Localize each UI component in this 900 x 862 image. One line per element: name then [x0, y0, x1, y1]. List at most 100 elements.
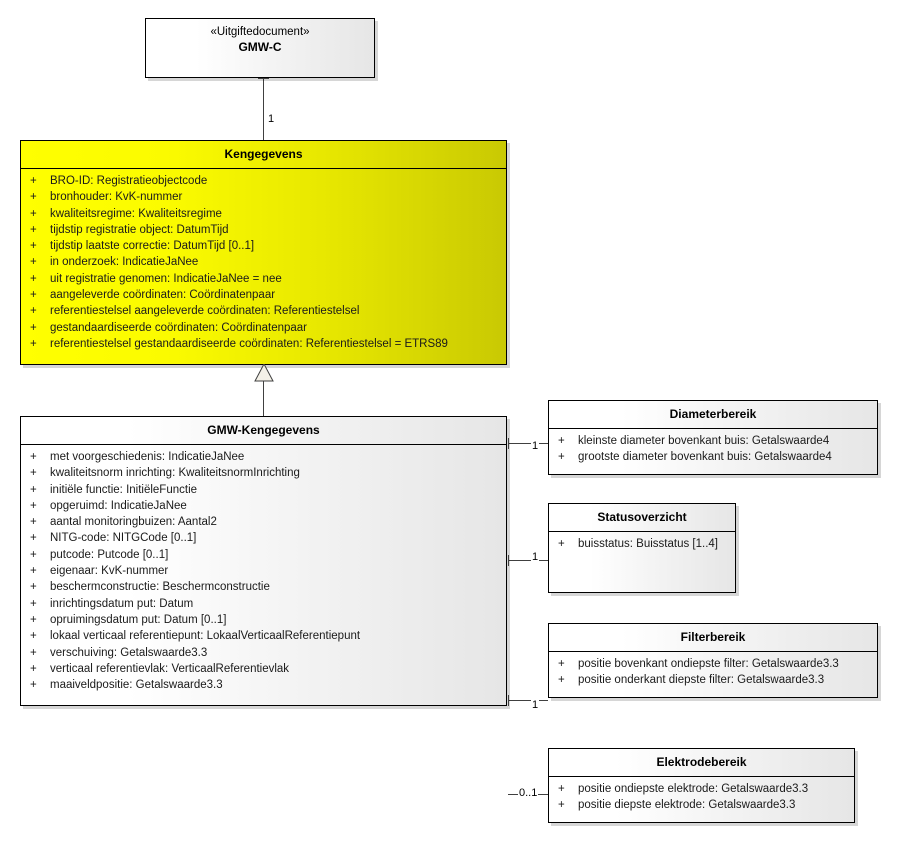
attribute-visibility: +: [558, 799, 565, 812]
class-name-kengegevens: Kengegevens: [224, 147, 303, 161]
attribute-text: lokaal verticaal referentiepunt: LokaalV…: [50, 630, 361, 643]
attribute-visibility: +: [30, 191, 37, 204]
class-box-gmw-kengegevens[interactable]: GMW-Kengegevens + met voorgeschiedenis: I…: [20, 416, 507, 706]
class-attribute-row: +referentiestelsel gestandaardiseerde co…: [26, 336, 501, 352]
class-attribute-row: + BRO-ID: Registratieobjectcode: [26, 173, 501, 189]
attribute-visibility: +: [30, 289, 37, 302]
class-name-gmw-c: GMW-C: [238, 40, 282, 55]
attribute-visibility: +: [558, 538, 565, 550]
attribute-visibility: +: [30, 467, 37, 480]
attribute-text: referentiestelsel aangeleverde coördinat…: [50, 305, 360, 318]
class-divider-filterbereik: [549, 651, 877, 652]
class-name-diameterbereik: Diameterbereik: [669, 407, 757, 421]
class-attributes-elektrodebereik: + positie ondiepste elektrode: Getalswaar…: [549, 777, 854, 819]
class-attribute-row: +positie onderkant diepste filter: Getal…: [554, 672, 872, 688]
attribute-text: positie diepste elektrode: Getalswaarde3…: [578, 799, 796, 812]
class-attributes-kengegevens: + BRO-ID: Registratieobjectcode + bronhoude…: [21, 169, 506, 357]
connector-tick-gmwc: [258, 78, 269, 79]
attribute-visibility: +: [30, 597, 37, 610]
class-box-statusoverzicht[interactable]: Statusoverzicht +buisstatus: Buisstatus …: [548, 503, 736, 593]
attribute-text: positie onderkant diepste filter: Getals…: [578, 674, 825, 687]
class-attribute-row: + buisstatus: Buisstatus [1..4]: [554, 536, 730, 552]
class-attribute-row: +positie bovenkant ondiepste filter: Get…: [554, 656, 872, 672]
class-divider-diameterbereik: [549, 428, 877, 429]
multiplicity-elektrodebereik: 0..1: [518, 787, 539, 800]
connector-statusoverzicht: [508, 560, 548, 561]
attribute-visibility: +: [558, 451, 565, 464]
attribute-visibility: +: [30, 321, 37, 334]
multiplicity-gmwc-kengegevens: 1: [267, 113, 276, 126]
class-attribute-row: + bronhouder: KvK-nummer: [26, 189, 501, 205]
attribute-text: grootste diameter bovenkant buis: Getals…: [578, 451, 832, 464]
connector-tick-diameterbereik: [508, 438, 509, 449]
attribute-text: kleinste diameter bovenkant buis: Getals…: [578, 435, 830, 447]
class-name-gmw-kengegevens: GMW-Kengegevens: [207, 423, 320, 437]
class-box-gmw-c[interactable]: «Uitgiftedocument» GMW-C: [145, 18, 375, 78]
attribute-text: initiële functie: InitiëleFunctie: [50, 483, 198, 496]
attribute-visibility: +: [30, 175, 37, 187]
connector-diameterbereik: [508, 443, 548, 444]
attribute-text: opruimingsdatum put: Datum [0..1]: [50, 613, 227, 626]
class-attributes-gmw-kengegevens: + met voorgeschiedenis: IndicatieJaNee + kw…: [21, 445, 506, 698]
class-attribute-row: +verticaal referentievlak: VerticaalRefe…: [26, 661, 501, 677]
attribute-text: uit registratie genomen: IndicatieJaNee …: [50, 272, 282, 285]
attribute-text: gestandaardiseerde coördinaten: Coördina…: [50, 321, 308, 334]
connector-generalization-line: [263, 380, 264, 416]
class-attributes-filterbereik: +positie bovenkant ondiepste filter: Get…: [549, 652, 877, 694]
class-divider-kengegevens: [21, 168, 506, 169]
attribute-text: buisstatus: Buisstatus [1..4]: [578, 538, 718, 550]
attribute-visibility: +: [558, 435, 565, 447]
class-divider-statusoverzicht: [549, 531, 735, 532]
attribute-visibility: +: [30, 679, 37, 692]
class-attribute-row: + kleinste diameter bovenkant buis: Getal…: [554, 433, 872, 449]
attribute-text: maaiveldpositie: Getalswaarde3.3: [50, 679, 223, 692]
attribute-visibility: +: [30, 483, 37, 496]
attribute-visibility: +: [30, 305, 37, 318]
multiplicity-diameterbereik: 1: [531, 440, 540, 453]
attribute-text: putcode: Putcode [0..1]: [50, 548, 169, 561]
attribute-text: opgeruimd: IndicatieJaNee: [50, 499, 187, 512]
attribute-text: positie ondiepste elektrode: Getalswaard…: [578, 783, 809, 795]
attribute-text: eigenaar: KvK-nummer: [50, 565, 169, 578]
attribute-visibility: +: [30, 223, 37, 236]
class-attribute-row: + opruimingsdatum put: Datum [0..1]: [26, 612, 501, 628]
class-attributes-statusoverzicht: + buisstatus: Buisstatus [1..4]: [549, 532, 735, 557]
class-attribute-row: + tijdstip registratie object: DatumTijd: [26, 222, 501, 238]
class-attribute-row: + positie diepste elektrode: Getalswaarde…: [554, 797, 849, 813]
attribute-visibility: +: [30, 451, 37, 463]
class-box-kengegevens[interactable]: Kengegevens + BRO-ID: Registratieobjectco…: [20, 140, 507, 365]
attribute-visibility: +: [30, 256, 37, 269]
connector-gmwc-kengegevens: [263, 78, 264, 140]
class-box-elektrodebereik[interactable]: Elektrodebereik + positie ondiepste elekt…: [548, 748, 855, 823]
attribute-text: met voorgeschiedenis: IndicatieJaNee: [50, 451, 245, 463]
attribute-text: kwaliteitsnorm inrichting: Kwaliteitsnor…: [50, 467, 300, 480]
attribute-visibility: +: [30, 630, 37, 643]
class-attribute-row: + referentiestelsel aangeleverde coördina…: [26, 303, 501, 319]
class-attribute-row: + opgeruimd: IndicatieJaNee: [26, 498, 501, 514]
class-box-filterbereik[interactable]: Filterbereik +positie bovenkant ondiepst…: [548, 623, 878, 698]
attribute-visibility: +: [30, 207, 37, 220]
connector-filterbereik: [508, 700, 548, 701]
attribute-text: tijdstip registratie object: DatumTijd: [50, 223, 229, 236]
connector-tick-statusoverzicht: [508, 555, 509, 566]
class-attributes-diameterbereik: + kleinste diameter bovenkant buis: Getal…: [549, 429, 877, 471]
attribute-text: BRO-ID: Registratieobjectcode: [50, 175, 208, 187]
multiplicity-statusoverzicht: 1: [531, 551, 540, 564]
class-header-diameterbereik: Diameterbereik: [549, 401, 877, 428]
attribute-visibility: +: [30, 499, 37, 512]
class-attribute-row: + met voorgeschiedenis: IndicatieJaNee: [26, 449, 501, 465]
class-attribute-row: +aantal monitoringbuizen: Aantal2: [26, 514, 501, 530]
class-attribute-row: +beschermconstructie: Beschermconstructi…: [26, 579, 501, 595]
class-attribute-row: + grootste diameter bovenkant buis: Getal…: [554, 449, 872, 465]
class-header-elektrodebereik: Elektrodebereik: [549, 749, 854, 776]
attribute-visibility: +: [30, 272, 37, 285]
attribute-text: bronhouder: KvK-nummer: [50, 191, 183, 204]
class-attribute-row: +kwaliteitsregime: Kwaliteitsregime: [26, 206, 501, 222]
attribute-visibility: +: [30, 646, 37, 659]
class-box-diameterbereik[interactable]: Diameterbereik + kleinste diameter bovenk…: [548, 400, 878, 475]
attribute-visibility: +: [30, 516, 37, 529]
attribute-visibility: +: [30, 337, 37, 350]
class-attribute-row: + gestandaardiseerde coördinaten: Coördin…: [26, 320, 501, 336]
attribute-visibility: +: [30, 613, 37, 626]
